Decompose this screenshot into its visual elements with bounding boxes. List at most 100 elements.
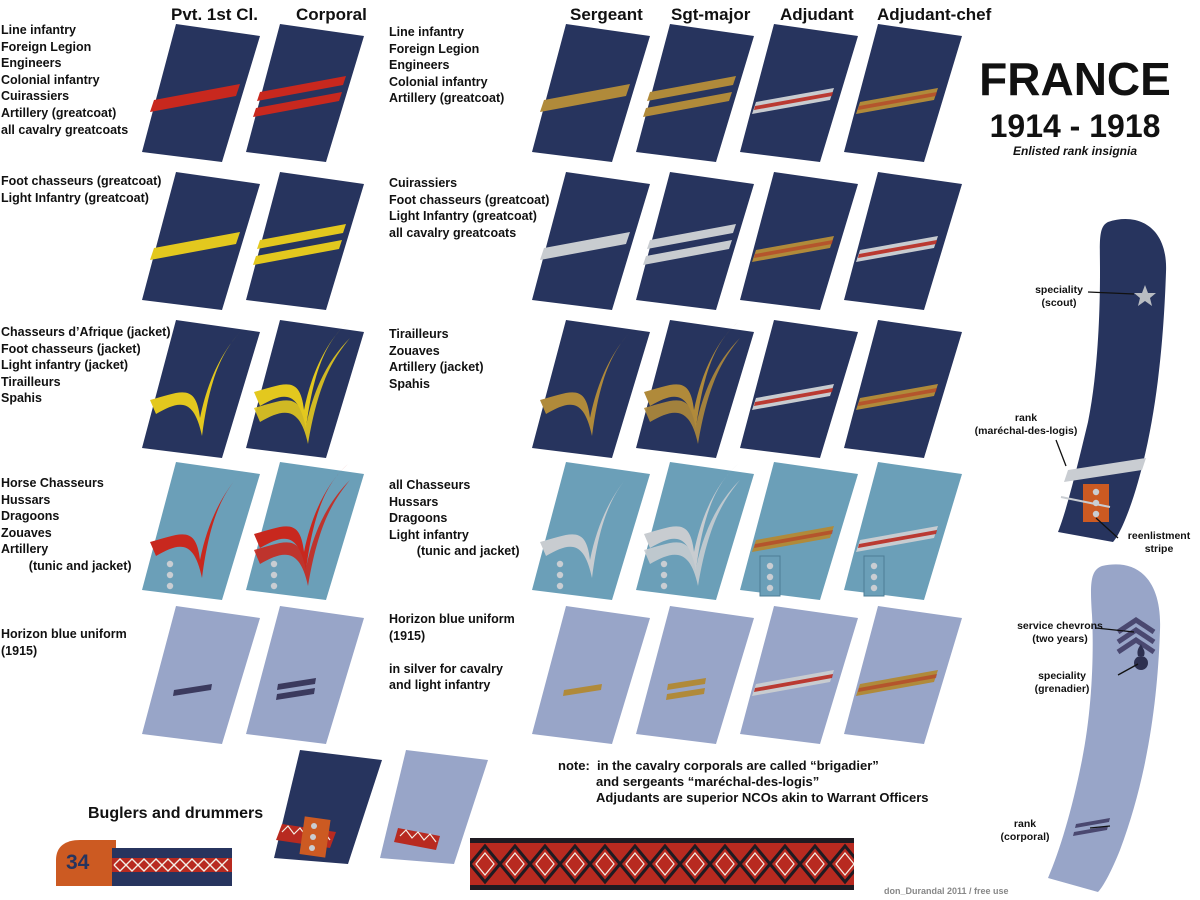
header-adjudant-chef: Adjudant-chef xyxy=(877,5,992,24)
sleeve-r2-c4 xyxy=(636,172,754,310)
sleeve-r1-c6 xyxy=(844,24,962,162)
sleeve-r4-c5 xyxy=(740,462,858,600)
sleeve-r1-c4 xyxy=(636,24,754,162)
sleeve-r3-c1 xyxy=(142,320,260,458)
button-icon xyxy=(660,582,668,590)
note-line-3: Adjudants are superior NCOs akin to Warr… xyxy=(596,790,929,805)
button-icon xyxy=(870,573,878,581)
button-icon xyxy=(309,845,315,851)
title-years: 1914 - 1918 xyxy=(989,108,1161,144)
sleeve-r4-c6 xyxy=(844,462,962,600)
silver-rank-stripe xyxy=(1064,458,1146,482)
button-icon xyxy=(166,582,174,590)
sleeve-r2-c5 xyxy=(740,172,858,310)
header-corporal: Corporal xyxy=(296,5,367,24)
annotation-speciality-grenadier: speciality (grenadier) xyxy=(1034,670,1090,695)
sleeve-r5-c2 xyxy=(246,606,364,744)
button-icon xyxy=(556,571,564,579)
corporal-stripe-2 xyxy=(1073,826,1108,836)
sleeve-r1-c3 xyxy=(532,24,650,162)
sleeve-r3-c2 xyxy=(246,320,364,458)
chevron-icon xyxy=(1116,636,1156,655)
row5-left-label: Horizon blue uniform (1915) xyxy=(1,627,127,658)
header-adjudant: Adjudant xyxy=(780,5,854,24)
button-icon xyxy=(556,560,564,568)
credit-text: don_Durandal 2011 / free use xyxy=(884,886,1009,896)
row2-left-label: Foot chasseurs (greatcoat) Light Infantr… xyxy=(1,174,162,205)
button-icon xyxy=(1092,488,1100,496)
sleeve-r5-c3 xyxy=(532,606,650,744)
button-icon xyxy=(310,834,316,840)
bugler-sleeve-navy xyxy=(274,750,382,864)
sleeve-r3-c5 xyxy=(740,320,858,458)
sleeve-r2-c1 xyxy=(142,172,260,310)
detail-sleeve-navy xyxy=(1058,219,1167,542)
row1-left-label: Line infantry Foreign Legion Engineers C… xyxy=(1,23,129,137)
sleeve-r5-c4 xyxy=(636,606,754,744)
button-icon xyxy=(870,562,878,570)
title-country: FRANCE xyxy=(979,53,1171,105)
bugler-number: 34 xyxy=(66,851,90,874)
sleeve-r4-c2 xyxy=(246,462,364,600)
annotation-reenlistment: reenlistment stripe xyxy=(1127,530,1191,555)
sleeve-r5-c5 xyxy=(740,606,858,744)
button-icon xyxy=(766,573,774,581)
corporal-stripe-1 xyxy=(1075,818,1110,828)
row3-left-label: Chasseurs d’Afrique (jacket) Foot chasse… xyxy=(1,325,171,406)
chevron-icon xyxy=(1116,626,1156,645)
sleeve-r2-c6 xyxy=(844,172,962,310)
button-icon xyxy=(766,584,774,592)
bugler-cap-band xyxy=(56,840,232,886)
annotation-rank-mdl: rank (maréchal-des-logis) xyxy=(974,412,1078,437)
button-icon xyxy=(270,571,278,579)
button-icon xyxy=(311,823,317,829)
button-icon xyxy=(1092,510,1100,518)
row5-mid-label: Horizon blue uniform (1915) in silver fo… xyxy=(389,612,515,693)
button-icon xyxy=(660,560,668,568)
sleeve-r4-c4 xyxy=(636,462,754,600)
button-icon xyxy=(270,582,278,590)
button-icon xyxy=(870,584,878,592)
chevron-icon xyxy=(1116,616,1156,635)
sleeve-r1-c5 xyxy=(740,24,858,162)
buglers-label: Buglers and drummers xyxy=(88,805,264,822)
button-icon xyxy=(556,582,564,590)
row3-mid-label: Tirailleurs Zouaves Artillery (jacket) S… xyxy=(389,327,484,391)
header-sergeant: Sergeant xyxy=(570,5,643,24)
annotation-service-chevrons: service chevrons (two years) xyxy=(1017,620,1103,645)
sleeve-r1-c1 xyxy=(142,24,260,162)
row4-mid-label: all Chasseurs Hussars Dragoons Light inf… xyxy=(389,478,520,559)
sleeve-r3-c3 xyxy=(532,320,650,458)
button-icon xyxy=(166,560,174,568)
sleeve-r4-c1 xyxy=(142,462,260,600)
detail-sleeve-horizon xyxy=(1048,564,1161,892)
sleeve-r1-c2 xyxy=(246,24,364,162)
bugler-braid-strip xyxy=(470,838,854,890)
button-icon xyxy=(270,560,278,568)
note-line-2: and sergeants “maréchal-des-logis” xyxy=(596,774,820,789)
grenade-icon xyxy=(1134,644,1148,670)
annotation-lines xyxy=(1055,291,1135,539)
button-icon xyxy=(766,562,774,570)
annotation-speciality-scout: speciality (scout) xyxy=(1035,284,1083,309)
sleeve-r4-c3 xyxy=(532,462,650,600)
sleeve-r2-c3 xyxy=(532,172,650,310)
sleeve-r3-c4 xyxy=(636,320,754,458)
title-subtitle: Enlisted rank insignia xyxy=(1012,144,1138,158)
header-sgt-major: Sgt-major xyxy=(671,5,751,24)
note-line-1: note: in the cavalry corporals are calle… xyxy=(558,758,879,773)
button-icon xyxy=(660,571,668,579)
annotation-rank-corporal: rank (corporal) xyxy=(1000,818,1050,843)
row1-mid-label: Line infantry Foreign Legion Engineers C… xyxy=(389,25,505,106)
sleeve-r5-c1 xyxy=(142,606,260,744)
header-pvt-1st-class: Pvt. 1st Cl. xyxy=(171,5,258,24)
button-icon xyxy=(166,571,174,579)
row2-mid-label: Cuirassiers Foot chasseurs (greatcoat) L… xyxy=(389,176,550,240)
row4-left-label: Horse Chasseurs Hussars Dragoons Zouaves… xyxy=(1,476,132,573)
bugler-sleeve-horizon xyxy=(380,750,488,864)
star-icon xyxy=(1134,285,1156,306)
annotation-lines-2 xyxy=(1090,627,1139,829)
sleeve-r2-c2 xyxy=(246,172,364,310)
sleeve-r3-c6 xyxy=(844,320,962,458)
sleeve-r5-c6 xyxy=(844,606,962,744)
